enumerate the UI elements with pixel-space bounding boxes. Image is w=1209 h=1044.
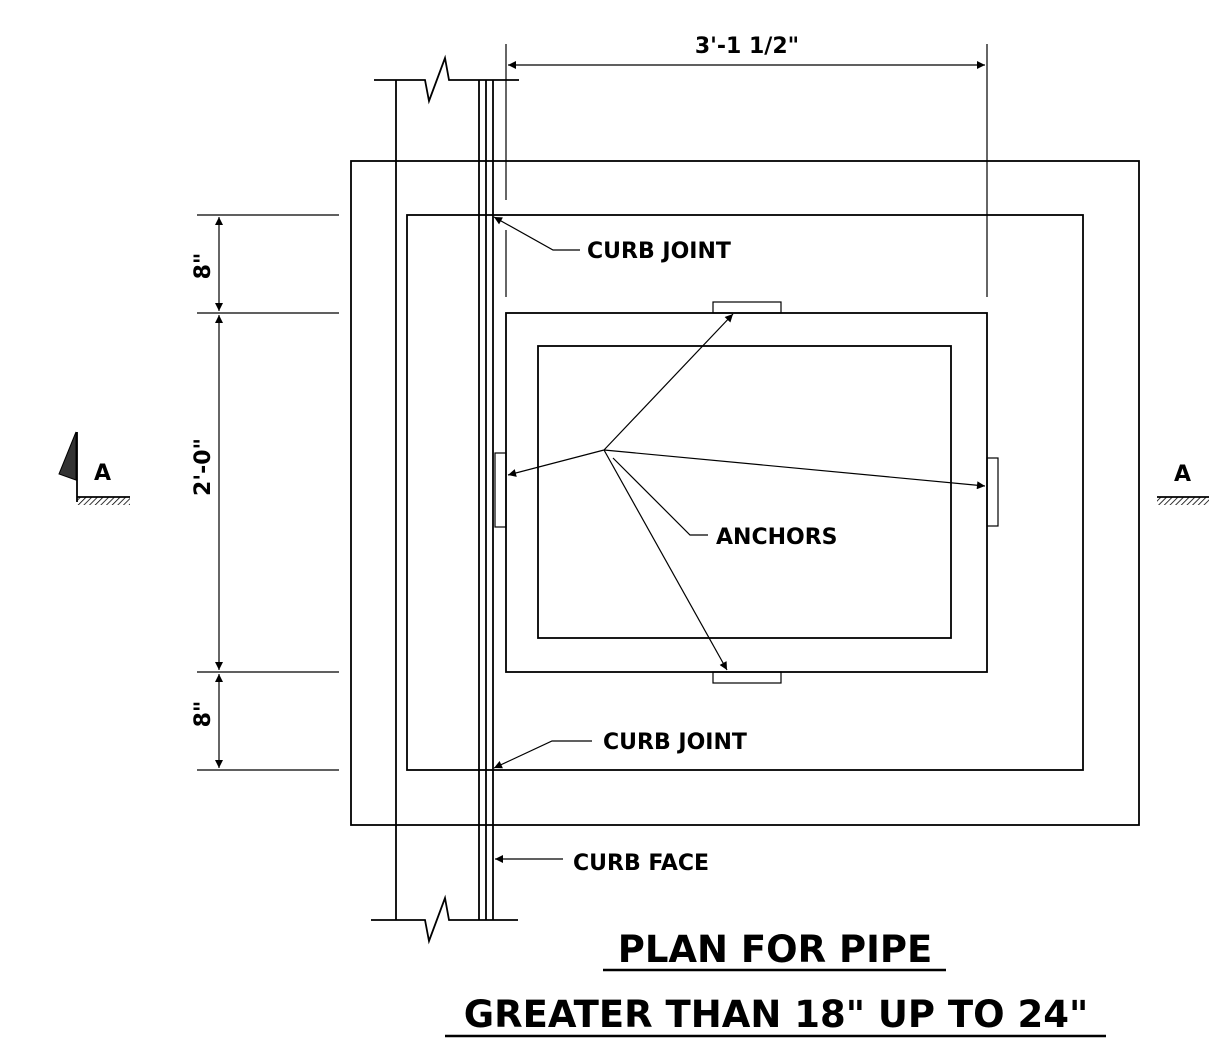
outer-slab — [350, 160, 1140, 826]
inlet-box-outer — [505, 312, 988, 673]
break-line-top — [374, 54, 519, 105]
anchor-leader-bottom — [603, 449, 728, 671]
section-marker-left-triangle — [58, 431, 77, 481]
anchor-leader-right — [603, 449, 986, 490]
inlet-box-inner — [537, 345, 952, 639]
section-marker-left-letter: A — [94, 461, 111, 486]
anchor-leader-left — [507, 449, 605, 477]
anchor-top — [712, 301, 782, 314]
inner-frame — [406, 214, 1084, 771]
break-line-bottom — [371, 894, 518, 945]
section-marker-left-bar — [77, 497, 130, 505]
title-line2: GREATER THAN 18" UP TO 24" — [464, 993, 1089, 1036]
dim-bottom-label: 8" — [191, 701, 216, 728]
section-marker-right-letter: A — [1174, 462, 1191, 487]
anchor-left — [494, 452, 507, 528]
anchor-right — [986, 457, 999, 527]
title-line1: PLAN FOR PIPE — [618, 928, 933, 971]
anchors-label: ANCHORS — [716, 525, 837, 550]
section-marker-right-bar — [1157, 497, 1209, 505]
anchor-leader-top — [603, 313, 734, 451]
dim-width-label: 3'-1 1/2" — [695, 34, 799, 59]
curb-joint-top-leader — [493, 216, 580, 251]
curb-joint-bottom-leader — [493, 740, 592, 769]
curb-face-label: CURB FACE — [573, 851, 709, 876]
anchor-bottom — [712, 671, 782, 684]
curb-joint-top-label: CURB JOINT — [587, 239, 731, 264]
curb-joint-bottom-label: CURB JOINT — [603, 730, 747, 755]
dim-middle-label: 2'-0" — [191, 438, 216, 496]
dim-top-label: 8" — [191, 253, 216, 280]
anchor-leader-label — [612, 457, 708, 536]
